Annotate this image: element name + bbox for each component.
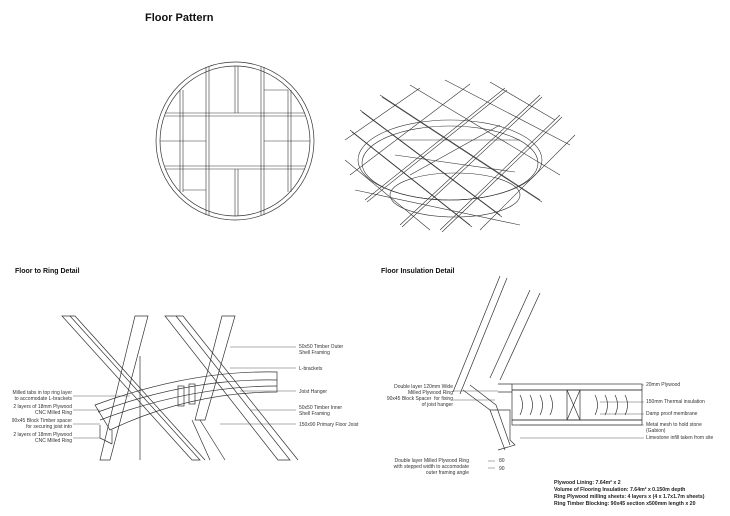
floor-pattern-title: Floor Pattern: [145, 12, 214, 24]
material-summary: Plywood Lining: 7.64m² x 2 Volume of Flo…: [554, 480, 705, 508]
label-outer-shell: 50x50 Timber Outer Shell Framing: [299, 344, 344, 356]
label-l-brackets: L-brackets: [299, 366, 323, 372]
floor-to-ring-title: Floor to Ring Detail: [15, 268, 80, 275]
summary-line: Ring Timber Blocking: 90x45 section x500…: [554, 501, 696, 507]
label-primary-joist: 150x90 Primary Floor Joist: [299, 422, 359, 428]
dimension-80: 80: [499, 458, 505, 464]
label-block-spacer: 90x45 Block Timber spacer for securing j…: [12, 418, 72, 430]
summary-line: Plywood Lining: 7.64m² x 2: [554, 480, 621, 486]
summary-line: Ring Plywood milling sheets: 4 layers x …: [554, 494, 705, 500]
label-damp-proof: Damp proof membrane: [646, 411, 698, 417]
floor-plan-drawing: [155, 61, 315, 221]
label-joist-hanger: Joist Hanger: [299, 389, 328, 395]
label-milled-tabs: Milled tabs in top ring layer to accomod…: [13, 390, 72, 402]
label-metal-mesh: Metal mesh to hold stone (Gabion): [646, 422, 702, 434]
dimension-90: 90: [499, 466, 505, 472]
label-plywood-ring-bottom: 2 layers of 18mm Plywood CNC Milled Ring: [13, 432, 72, 444]
floor-to-ring-drawing: [61, 315, 299, 461]
label-plywood: 20mm Plywood: [646, 382, 681, 388]
summary-line: Volume of Flooring Insulation: 7.64m² x …: [554, 487, 686, 493]
label-text: 2 layers of 18mm Plywood CNC Milled Ring: [13, 432, 72, 444]
label-text: 2 layers of 18mm Plywood CNC Milled Ring: [13, 404, 72, 416]
label-inner-shell: 50x50 Timber Inner Shell Framing: [299, 405, 343, 417]
label-limestone: Limestone infill taken from site: [646, 435, 714, 441]
label-stepped-ring: Double layer Milled Plywood Ring with st…: [393, 458, 469, 476]
floor-insulation-title: Floor Insulation Detail: [381, 268, 455, 275]
label-plywood-ring-top: 2 layers of 18mm Plywood CNC Milled Ring: [13, 404, 72, 416]
floor-insulation-drawing: [452, 275, 643, 451]
ring-leader-lines: [73, 346, 296, 439]
insulation-leader-lines: [453, 384, 644, 469]
label-text: 90x45 Block Timber spacer for securing j…: [11, 418, 72, 430]
label-double-layer-ring: Double layer 120mm Wide Milled Plywood R…: [386, 384, 453, 408]
nest-perspective-drawing: [344, 79, 576, 233]
label-text: Milled tabs in top ring layer to accomod…: [12, 390, 72, 402]
label-thermal-insulation: 150mm Thermal insulation: [646, 399, 705, 405]
